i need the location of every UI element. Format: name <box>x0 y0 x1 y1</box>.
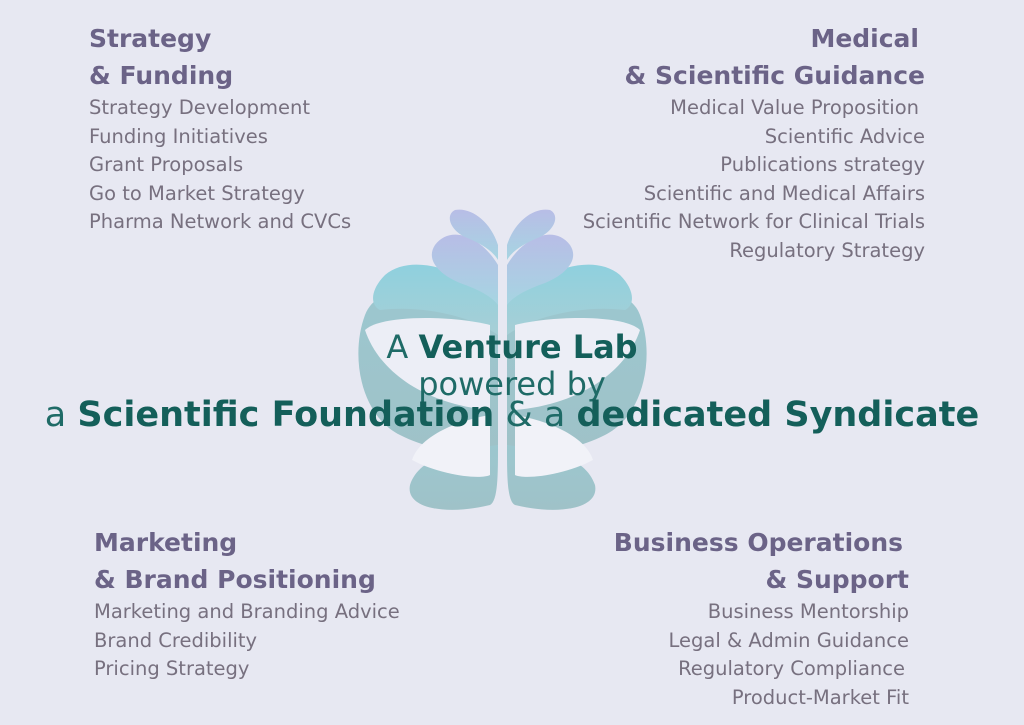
section-title-line2: & Funding <box>89 61 234 90</box>
brain-petal-icon <box>358 209 647 510</box>
list-item: Scientific Network for Clinical Trials <box>582 210 925 234</box>
section-title-line2: & Scientific Guidance <box>624 61 925 90</box>
center-text: a <box>44 395 78 435</box>
center-line-1: A Venture Lab <box>0 328 1024 366</box>
list-item: Regulatory Compliance <box>678 657 905 681</box>
list-item: Product-Market Fit <box>731 685 909 709</box>
list-item: Legal & Admin Guidance <box>668 628 909 652</box>
section-item-list: Business Mentorship Legal & Admin Guidan… <box>614 598 909 712</box>
section-item-list: Medical Value Proposition Scientific Adv… <box>583 94 925 266</box>
list-item: Go to Market Strategy <box>89 181 305 205</box>
list-item: Publications strategy <box>720 153 925 177</box>
center-line-3: a Scientific Foundation & a dedicated Sy… <box>0 395 1024 435</box>
center-line-2: powered by <box>0 365 1024 403</box>
dedicated-syndicate-emphasis: dedicated Syndicate <box>576 395 980 435</box>
list-item: Pharma Network and CVCs <box>89 210 352 234</box>
section-title-line1: Business Operations <box>613 528 903 557</box>
list-item: Funding Initiatives <box>89 124 268 148</box>
section-title-line1: Medical <box>810 24 919 53</box>
list-item: Pricing Strategy <box>94 657 250 681</box>
list-item: Business Mentorship <box>707 600 909 623</box>
list-item: Scientific and Medical Affairs <box>643 181 925 205</box>
section-title-line2: & Brand Positioning <box>94 565 376 594</box>
scientific-foundation-emphasis: Scientific Foundation <box>77 395 495 435</box>
medical-scientific-section: Medical & Scientific Guidance Medical Va… <box>583 20 925 266</box>
list-item: Scientific Advice <box>764 124 925 148</box>
section-title-line2: & Support <box>765 565 909 594</box>
section-title-line1: Marketing <box>94 528 238 557</box>
section-item-list: Marketing and Branding Advice Brand Cred… <box>94 598 400 684</box>
list-item: Brand Credibility <box>94 628 258 652</box>
list-item: Marketing and Branding Advice <box>94 600 400 623</box>
strategy-funding-section: Strategy & Funding Strategy Development … <box>89 20 351 237</box>
center-text: A <box>386 328 419 366</box>
business-operations-section: Business Operations & Support Business M… <box>614 524 909 712</box>
center-text: & a <box>494 395 577 435</box>
list-item: Regulatory Strategy <box>729 238 925 262</box>
venture-lab-emphasis: Venture Lab <box>418 328 638 366</box>
section-item-list: Strategy Development Funding Initiatives… <box>89 94 351 237</box>
center-text: powered by <box>418 365 606 403</box>
marketing-brand-section: Marketing & Brand Positioning Marketing … <box>94 524 400 684</box>
list-item: Strategy Development <box>89 96 311 119</box>
section-title-line1: Strategy <box>89 24 212 53</box>
list-item: Medical Value Proposition <box>670 96 919 119</box>
list-item: Grant Proposals <box>89 153 244 177</box>
